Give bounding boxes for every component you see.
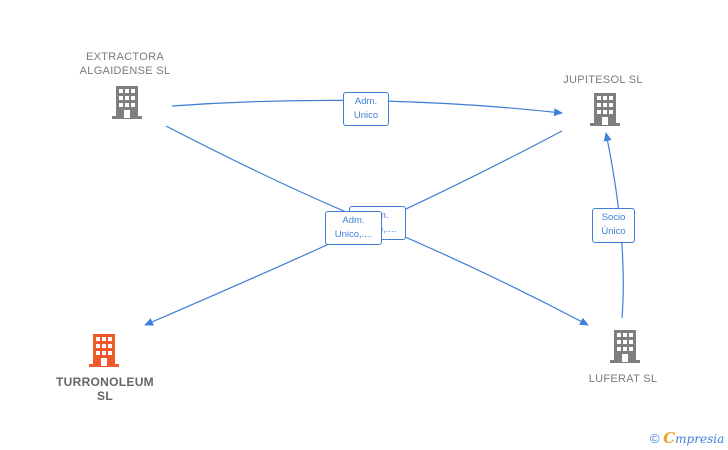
brand-name: Cmpresia bbox=[663, 429, 725, 447]
building-icon bbox=[610, 330, 640, 363]
node-label-luferat[interactable]: LUFERAT SL bbox=[588, 373, 658, 385]
building-icon bbox=[112, 86, 142, 119]
empresia-logo[interactable]: © Cmpresia bbox=[650, 429, 724, 447]
edge-label-jupitesol-turronoleum[interactable]: Adm. Unico,.... bbox=[325, 211, 382, 245]
building-icon bbox=[89, 334, 119, 367]
edge-label-luferat-jupitesol[interactable]: Socio Único bbox=[592, 208, 635, 243]
copyright-symbol: © bbox=[650, 431, 660, 446]
node-label-jupitesol[interactable]: JUPITESOL SL bbox=[563, 74, 643, 86]
building-icon bbox=[590, 93, 620, 126]
edge-label-extractora-jupitesol[interactable]: Adm. Unico bbox=[343, 92, 389, 126]
node-label-extractora[interactable]: EXTRACTORA ALGAIDENSE SL bbox=[79, 51, 171, 77]
node-label-turronoleum[interactable]: TURRONOLEUM SL bbox=[56, 375, 154, 403]
